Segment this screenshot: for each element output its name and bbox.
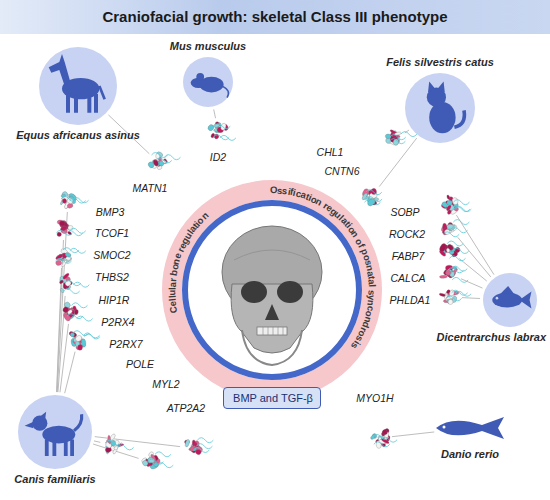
- gene-name: MATN1: [133, 182, 168, 194]
- species-silhouette: [17, 394, 93, 470]
- leader-line: [65, 352, 75, 394]
- gene-name: FABP7: [392, 250, 424, 262]
- protein-structure: [55, 247, 86, 267]
- leader-line: [461, 279, 482, 288]
- species-silhouette: [404, 72, 476, 144]
- gene-name: MYO1H: [356, 392, 393, 404]
- leader-line: [392, 432, 434, 437]
- gene-name: ROCK2: [389, 228, 425, 240]
- species-icon: Canis familiaris: [17, 394, 93, 470]
- protein-structure: [207, 122, 236, 141]
- protein-structure: [361, 188, 382, 207]
- ring-band: [162, 180, 382, 400]
- leader-line: [214, 109, 216, 118]
- skull: [222, 226, 322, 365]
- box-label: BMP and TGF-β: [232, 391, 314, 405]
- protein-structure: [439, 241, 469, 261]
- protein-structure: [439, 265, 468, 282]
- gene-name: ID2: [210, 151, 226, 163]
- species-silhouette: [182, 56, 234, 108]
- species-name: Danio rerio: [441, 448, 499, 461]
- pathway-box: BMP and TGF-β: [223, 387, 321, 409]
- gene-name: THBS2: [95, 271, 129, 283]
- protein-structure: [62, 301, 93, 322]
- gene-name: CNTN6: [324, 165, 359, 177]
- leader-line: [459, 259, 486, 281]
- protein-structure: [439, 289, 471, 305]
- gene-name: SOBP: [390, 206, 419, 218]
- species-icon: Dicentrarchus labrax: [482, 272, 538, 328]
- protein-structure: [68, 331, 100, 351]
- leader-lines: [57, 109, 494, 458]
- arc-letter: O: [270, 185, 278, 195]
- protein-structure: [441, 220, 470, 237]
- protein-structure: [105, 433, 134, 454]
- pathway-ring: Cellular bone regulationOssification reg…: [162, 180, 382, 400]
- leader-line: [94, 441, 100, 442]
- gene-name: PHLDA1: [390, 294, 431, 306]
- arc-letter: l: [167, 287, 177, 290]
- species-icon: Danio rerio: [432, 411, 508, 445]
- protein-structure: [184, 438, 213, 456]
- species-name: Equus africanus asinus: [16, 129, 139, 142]
- leader-line: [462, 297, 480, 299]
- protein-structure: [385, 129, 417, 146]
- arc-letter: u: [167, 290, 177, 296]
- gene-name: HIP1R: [99, 294, 130, 306]
- species-name: Felis silvestris catus: [386, 56, 494, 69]
- gene-name: CHL1: [317, 146, 344, 158]
- arc-letter: [367, 287, 377, 290]
- gene-name: CALCA: [390, 272, 425, 284]
- protein-structure: [60, 191, 89, 210]
- gene-name: SMOC2: [93, 249, 130, 261]
- gene-name: P2RX7: [109, 338, 142, 350]
- species-silhouette: [38, 46, 118, 126]
- protein-structure: [441, 195, 471, 216]
- arc-letter: s: [367, 290, 377, 296]
- species-icon: Equus africanus asinus: [38, 46, 118, 126]
- gene-name: TCOF1: [95, 227, 129, 239]
- arc-label: Ossification regulation of posnatal sync…: [162, 180, 382, 400]
- protein-structure: [56, 220, 85, 237]
- leader-line: [57, 212, 67, 392]
- species-silhouette: [482, 272, 538, 328]
- gene-name: MYL2: [152, 378, 179, 390]
- arc-letter: a: [367, 279, 377, 285]
- title-band: Craniofacial growth: skeletal Class III …: [0, 0, 550, 34]
- species-name: Canis familiaris: [14, 473, 95, 486]
- leader-line: [379, 138, 416, 186]
- protein-structure: [370, 427, 397, 448]
- protein-structure: [141, 451, 173, 470]
- gene-name: ATP2A2: [167, 402, 205, 414]
- species-icon: Mus musculus: [182, 56, 234, 108]
- protein-structure: [147, 151, 180, 170]
- gene-name: POLE: [126, 358, 154, 370]
- arc-label: Cellular bone regulation: [162, 180, 382, 400]
- species-icon: Felis silvestris catus: [404, 72, 476, 144]
- gene-name: P2RX4: [101, 316, 134, 328]
- gene-name: BMP3: [96, 206, 125, 218]
- protein-structure: [59, 272, 90, 293]
- species-silhouette: [432, 411, 508, 445]
- arc-letter: a: [167, 282, 177, 288]
- arc-letter: l: [367, 284, 377, 287]
- species-name: Dicentrarchus labrax: [437, 331, 546, 344]
- species-name: Mus musculus: [170, 40, 246, 53]
